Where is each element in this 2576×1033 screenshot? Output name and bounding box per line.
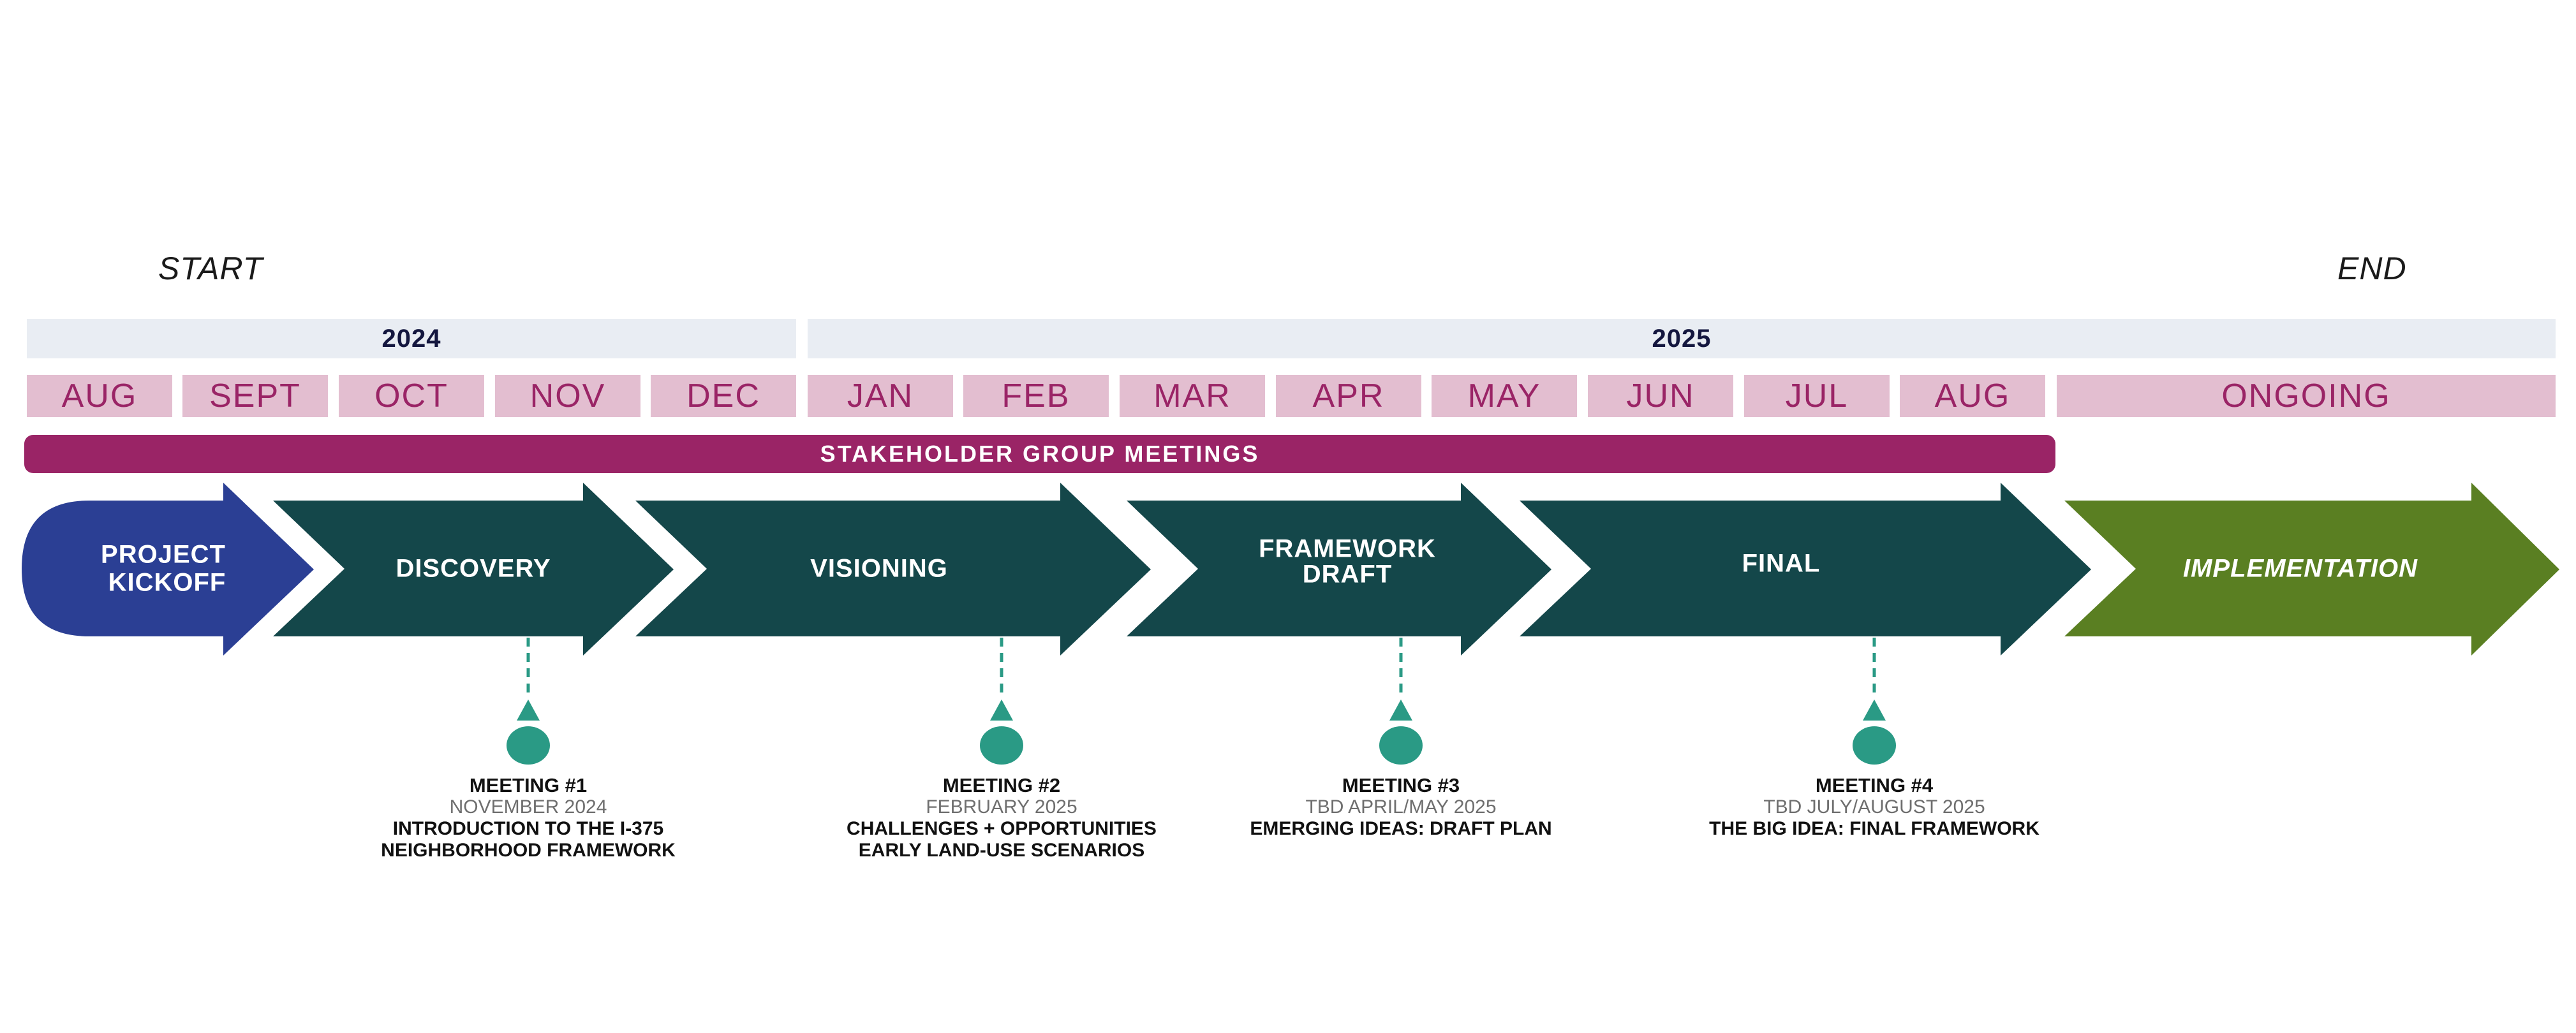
meeting-4-title: MEETING #4: [1815, 774, 1934, 796]
meeting-4-date: TBD JULY/AUGUST 2025: [1763, 796, 1985, 817]
meeting-1-date: NOVEMBER 2024: [449, 796, 607, 817]
year-2024: 2024: [27, 319, 796, 358]
phase-visioning-label: VISIONING: [810, 555, 948, 583]
phase-final-shape: [1520, 483, 2091, 656]
phase-kickoff-line2: KICKOFF: [108, 569, 226, 597]
month-feb: FEB: [963, 375, 1109, 417]
meeting-3-desc-line1: EMERGING IDEAS: DRAFT PLAN: [1250, 818, 1552, 839]
phase-implementation-label: IMPLEMENTATION: [2183, 555, 2418, 583]
meeting-2-title: MEETING #2: [942, 774, 1061, 796]
phase-final-label: FINAL: [1742, 550, 1821, 578]
meeting-2-date: FEBRUARY 2025: [926, 796, 1077, 817]
start-label: START: [158, 251, 263, 286]
meeting-marker-3: [1379, 638, 1423, 765]
month-mar: MAR: [1120, 375, 1265, 417]
end-label: END: [2337, 251, 2407, 286]
meeting-1-title: MEETING #1: [469, 774, 588, 796]
month-sept: SEPT: [182, 375, 328, 417]
phase-kickoff-line1: PROJECT: [101, 541, 226, 569]
meeting-3-date: TBD APRIL/MAY 2025: [1305, 796, 1497, 817]
phase-implementation-shape: [2064, 483, 2559, 656]
month-nov: NOV: [495, 375, 640, 417]
month-jul: JUL: [1744, 375, 1890, 417]
month-ongoing: ONGOING: [2057, 375, 2556, 417]
meeting-2-desc-line2: EARLY LAND-USE SCENARIOS: [858, 840, 1145, 861]
meeting-1-desc-line1: INTRODUCTION TO THE I-375: [392, 818, 664, 839]
phase-discovery-shape: [273, 483, 674, 656]
month-apr: APR: [1276, 375, 1421, 417]
meeting-4-desc-line1: THE BIG IDEA: FINAL FRAMEWORK: [1709, 818, 2039, 839]
month-may: MAY: [1432, 375, 1577, 417]
stakeholder-meetings-bar: STAKEHOLDER GROUP MEETINGS: [24, 435, 2055, 473]
phase-discovery-label: DISCOVERY: [396, 555, 551, 583]
phase-framework-draft-line1: FRAMEWORK: [1259, 535, 1436, 563]
meeting-1-desc-line2: NEIGHBORHOOD FRAMEWORK: [381, 840, 676, 861]
phase-visioning-shape: [635, 483, 1151, 656]
month-aug-2025: AUG: [1900, 375, 2045, 417]
meeting-marker-2: [980, 638, 1023, 765]
meeting-4: MEETING #4 TBD JULY/AUGUST 2025 THE BIG …: [1651, 775, 2098, 840]
month-dec: DEC: [651, 375, 796, 417]
phase-framework-draft-shape: [1127, 483, 1551, 656]
month-jan: JAN: [808, 375, 953, 417]
meeting-3-title: MEETING #3: [1342, 774, 1460, 796]
meeting-2: MEETING #2 FEBRUARY 2025 CHALLENGES + OP…: [778, 775, 1225, 861]
phase-framework-draft-line2: DRAFT: [1303, 560, 1393, 589]
month-aug-2024: AUG: [27, 375, 172, 417]
year-2025: 2025: [808, 319, 2556, 358]
meeting-1: MEETING #1 NOVEMBER 2024 INTRODUCTION TO…: [305, 775, 751, 861]
meeting-marker-1: [507, 638, 550, 765]
month-oct: OCT: [339, 375, 484, 417]
meeting-3: MEETING #3 TBD APRIL/MAY 2025 EMERGING I…: [1178, 775, 1624, 840]
meeting-marker-4: [1853, 638, 1896, 765]
month-jun: JUN: [1588, 375, 1733, 417]
meeting-2-desc-line1: CHALLENGES + OPPORTUNITIES: [847, 818, 1157, 839]
phase-kickoff-shape: [22, 483, 314, 656]
